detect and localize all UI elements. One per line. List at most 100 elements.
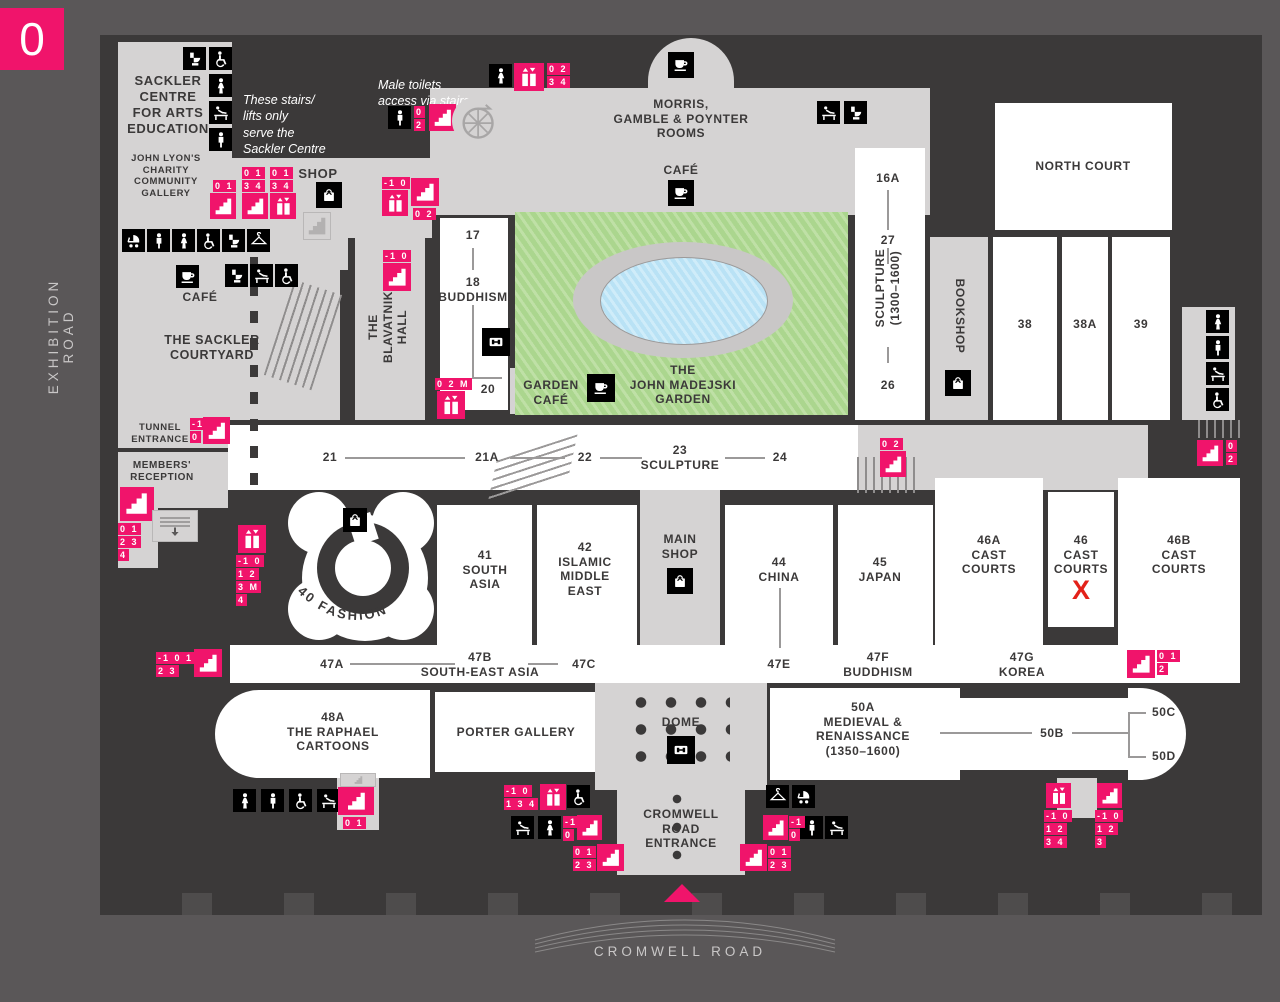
cromwell-road-entrance-arrow: [664, 884, 700, 902]
stairs-icon-gray: [303, 212, 331, 240]
label-20: 20: [480, 382, 496, 396]
connector-18-20: [472, 305, 474, 379]
woman-icon: [209, 74, 232, 97]
man-icon: [209, 128, 232, 151]
label-40-fashion-arc: 40 FASHION: [295, 583, 387, 623]
room-porter-gallery: [435, 692, 595, 772]
label-cromwell-entrance: CROMWELL ROAD ENTRANCE: [643, 807, 719, 851]
label-47b: 47B SOUTH-EAST ASIA: [420, 650, 540, 679]
wheelchair-icon: [209, 47, 232, 70]
stairs-icon: [338, 787, 374, 815]
stairs-icon: [880, 451, 906, 477]
stairs-icon: [194, 649, 222, 677]
connector-16a-27: [887, 190, 889, 230]
label-26: 26: [880, 378, 896, 392]
stairs-levels-chip: 0 1: [213, 180, 236, 192]
bracket-50cd: [1128, 712, 1130, 758]
level-badge: 0: [0, 8, 64, 70]
note-sackler-stairs: These stairs/ lifts only serve the Sackl…: [243, 93, 326, 156]
toilet-icon: [225, 264, 248, 287]
stairs-icon: [577, 815, 602, 840]
stairs-down-icon: [152, 510, 198, 542]
baby-change-icon: [250, 264, 273, 287]
room-40-ring-inner: [335, 540, 391, 596]
room-38: [993, 237, 1057, 420]
cloakroom-hanger-icon: [247, 229, 270, 252]
floorplan-canvas: SACKLER CENTRE FOR ARTS EDUCATION JOHN L…: [100, 35, 1262, 915]
info-desk-icon: [482, 328, 510, 356]
label-23: 23 SCULPTURE: [640, 443, 720, 472]
entrance-columns: [622, 785, 742, 871]
label-47g: 47G KOREA: [998, 650, 1046, 679]
room-50b: [958, 698, 1130, 770]
stairs-icon: [383, 263, 411, 291]
toilet-icon: [222, 229, 245, 252]
pram-icon: [122, 229, 145, 252]
lift-icon: [270, 193, 296, 219]
woman-icon: [233, 789, 256, 812]
shop-bag-icon: [945, 370, 971, 396]
cafe-cup-icon: [668, 180, 694, 206]
lift-icon: [238, 525, 266, 553]
info-desk-icon: [667, 736, 695, 764]
stairs-icon: [740, 844, 767, 871]
label-46b: 46B CAST COURTS: [1151, 533, 1207, 577]
label-bookshop: BOOKSHOP: [953, 278, 967, 354]
connector-sculpture-26: [887, 347, 889, 363]
stairs-icon: [429, 104, 456, 131]
label-tunnel: TUNNEL ENTRANCE: [131, 422, 189, 445]
label-sackler-courtyard: THE SACKLER COURTYARD: [164, 333, 260, 363]
lift-icon: [540, 784, 566, 810]
street-exhibition-road: EXHIBITION ROAD: [46, 277, 76, 395]
stairs-icon: [1097, 783, 1122, 808]
lift-levels-chip: -1 0: [382, 177, 410, 189]
room-39: [1112, 237, 1170, 420]
label-27: 27: [880, 233, 896, 247]
label-46a: 46A CAST COURTS: [961, 533, 1017, 577]
cafe-cup-icon: [176, 265, 199, 288]
label-22: 22: [577, 450, 593, 464]
lift-icon: [514, 63, 544, 91]
label-38: 38: [1017, 317, 1033, 331]
label-42: 42 ISLAMIC MIDDLE EAST: [558, 540, 612, 598]
label-48a: 48A THE RAPHAEL CARTOONS: [287, 710, 379, 754]
wheelchair-icon: [567, 785, 590, 808]
stairs-icon-gray: [340, 773, 376, 787]
connector-47a: [350, 663, 455, 665]
cafe-cup-icon: [668, 52, 694, 78]
connector-22-23: [600, 457, 642, 459]
stairs-levels-chip: -1 0: [383, 250, 411, 262]
room-46a: [935, 478, 1043, 645]
baby-change-icon: [1206, 362, 1229, 385]
wheelchair-icon: [1206, 388, 1229, 411]
label-17: 17: [465, 228, 481, 242]
connector-17-18: [472, 248, 474, 270]
man-icon: [1206, 336, 1229, 359]
label-sackler-centre: SACKLER CENTRE FOR ARTS EDUCATION: [127, 73, 209, 136]
label-garden: THE JOHN MADEJSKI GARDEN: [629, 363, 737, 407]
connector-50a-50b: [940, 732, 1032, 734]
bottom-wall-crenellation: [110, 893, 1250, 915]
woman-icon: [489, 64, 512, 87]
stairs-icon: [210, 193, 236, 219]
connector-20-h: [472, 377, 502, 379]
lift-icon: [437, 391, 465, 419]
label-sculpture-vert: SCULPTURE (1300–1600): [873, 248, 902, 328]
label-39: 39: [1133, 317, 1149, 331]
street-cromwell-road: CROMWELL ROAD: [593, 944, 767, 959]
label-41: 41 SOUTH ASIA: [462, 548, 508, 592]
label-18: 18 BUDDHISM: [438, 275, 508, 304]
lift-icon: [1046, 783, 1071, 808]
label-47f: 47F BUDDHISM: [843, 650, 913, 679]
spiral-stairs-icon: [452, 97, 504, 145]
pram-icon: [792, 785, 815, 808]
label-cafe-top: CAFÉ: [663, 163, 699, 177]
connector-21a-22: [510, 457, 565, 459]
